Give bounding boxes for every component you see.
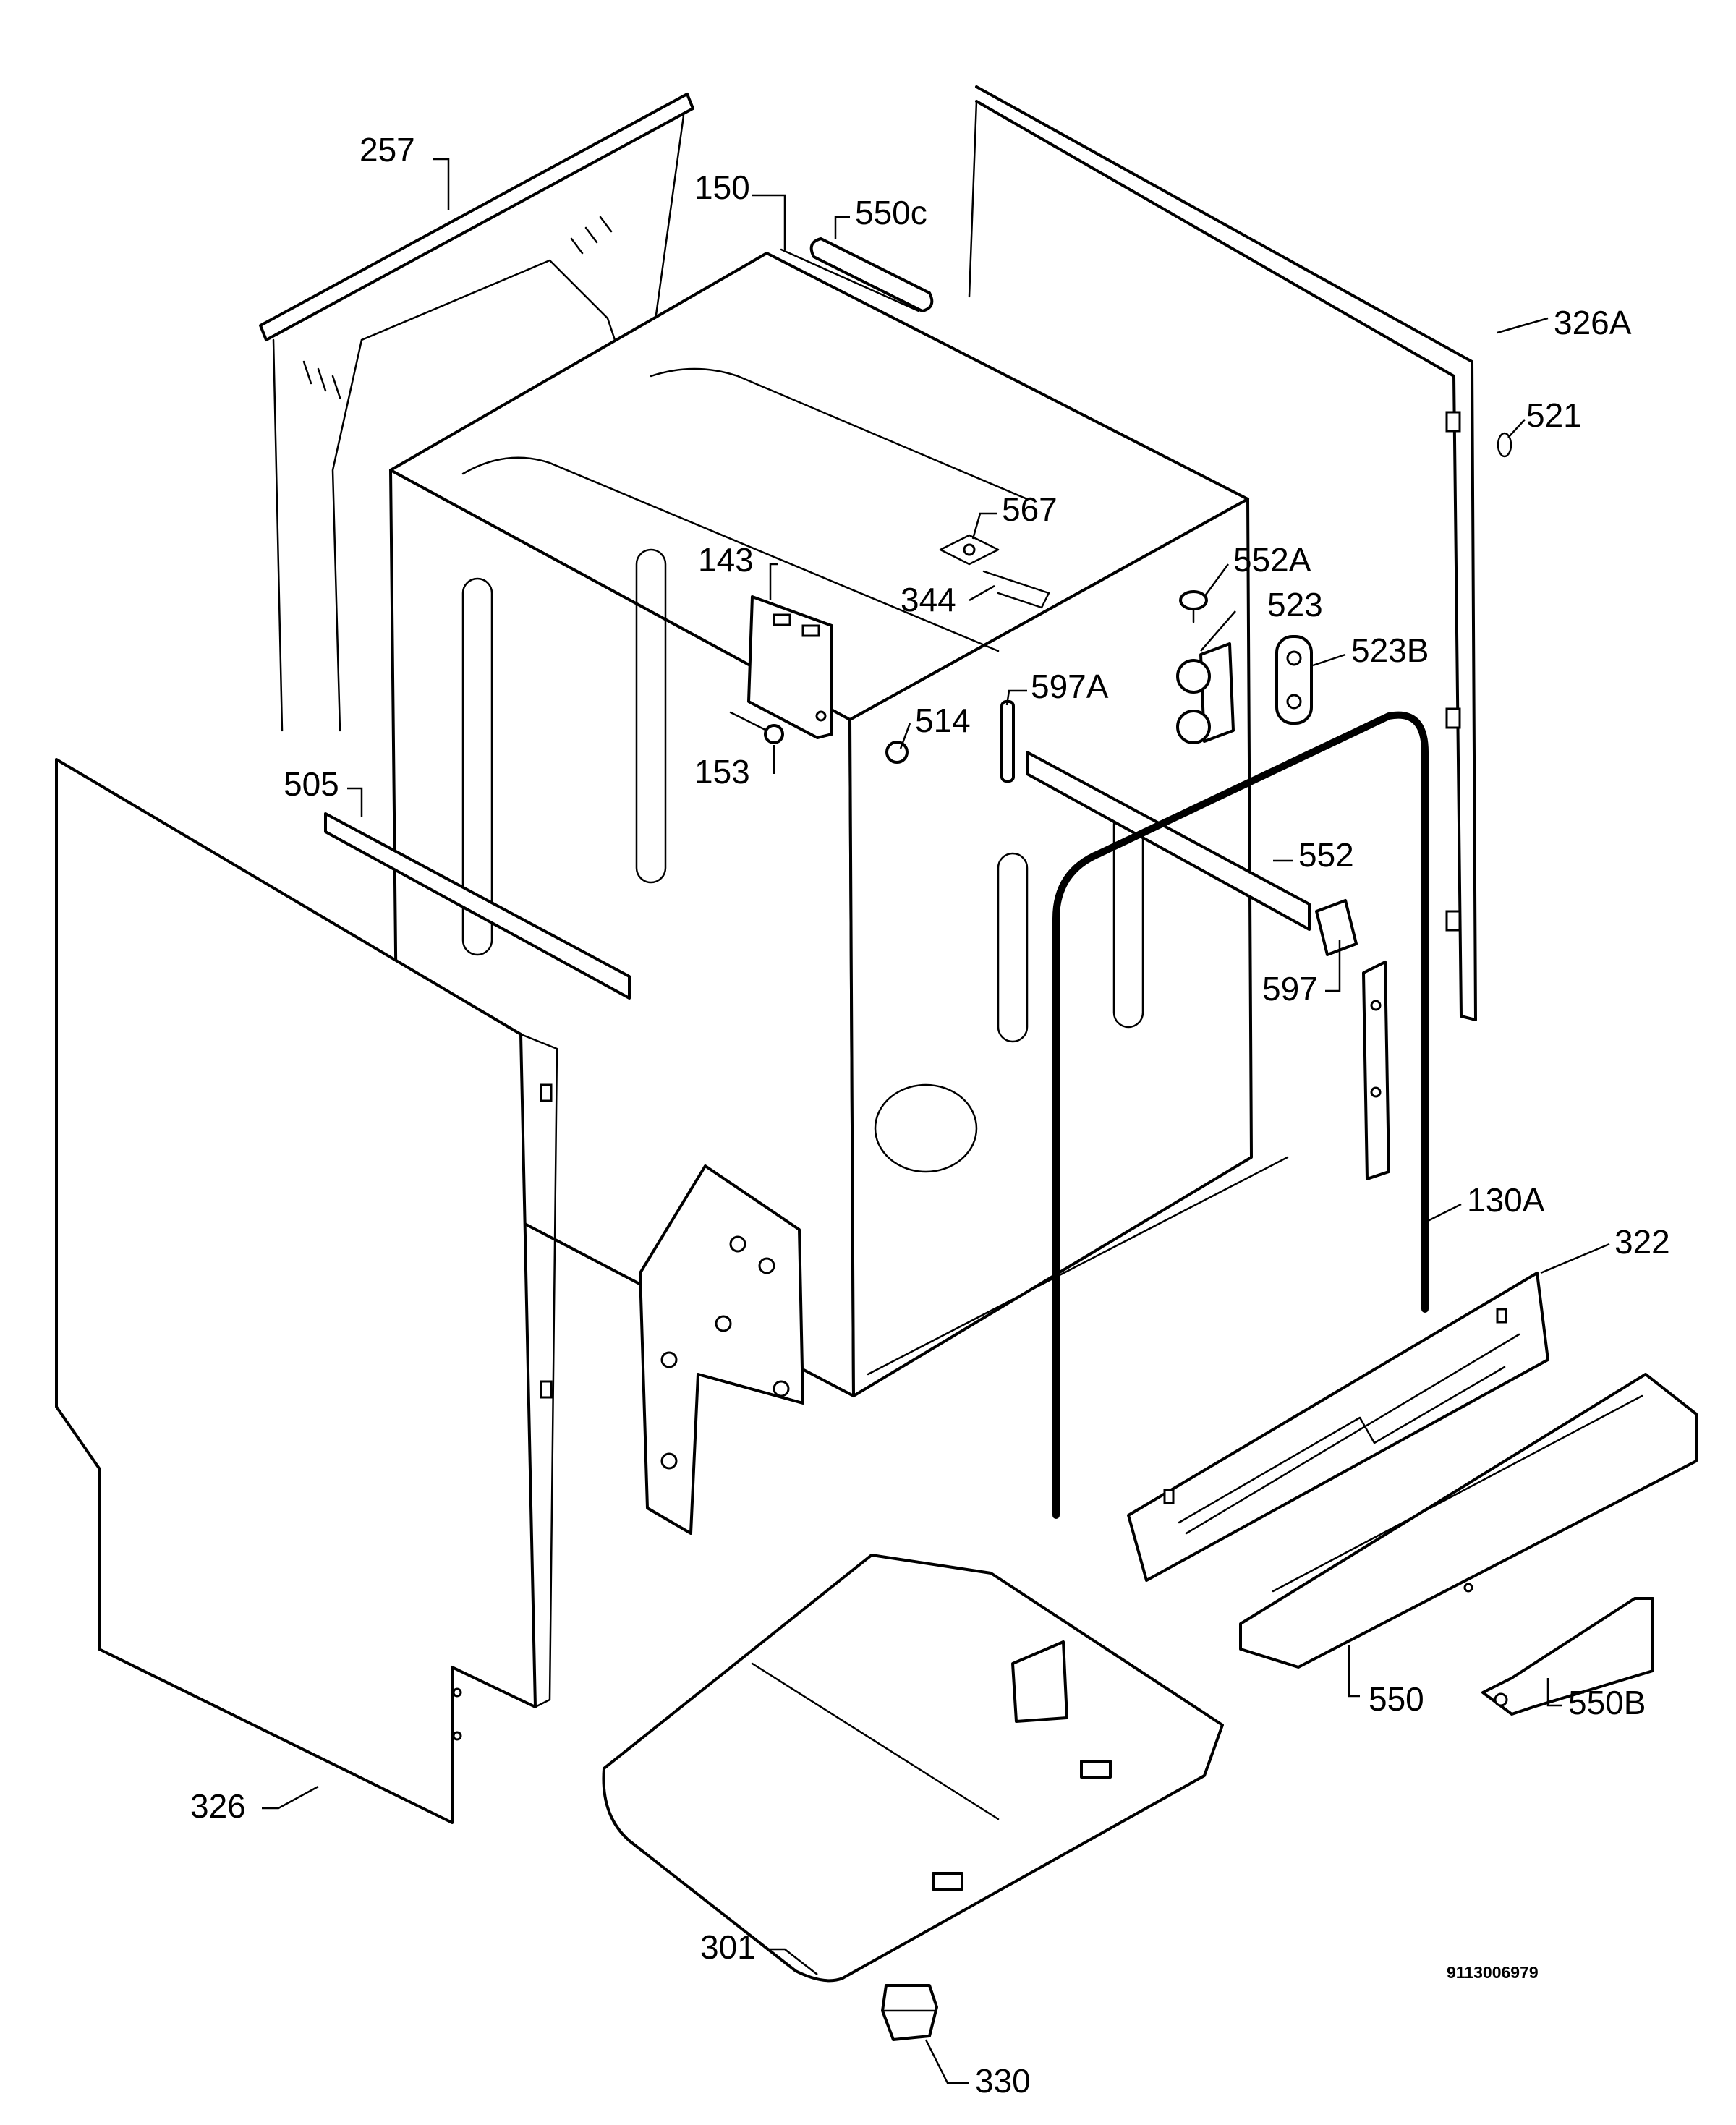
label-521: 521 bbox=[1526, 396, 1582, 434]
part-130a-door-seal bbox=[1052, 711, 1429, 1519]
label-326: 326 bbox=[190, 1787, 246, 1825]
part-514-plug bbox=[885, 741, 909, 764]
part-552a-knob bbox=[1179, 590, 1208, 623]
part-597a-pin bbox=[1000, 700, 1015, 783]
label-130a: 130A bbox=[1467, 1181, 1545, 1219]
label-514: 514 bbox=[915, 702, 971, 739]
leader-lines bbox=[262, 158, 1610, 2084]
label-550: 550 bbox=[1369, 1680, 1424, 1718]
part-322-base-plate bbox=[1127, 1272, 1549, 1582]
label-523b: 523B bbox=[1351, 631, 1429, 669]
part-521-clip bbox=[1497, 432, 1512, 458]
part-344-clip bbox=[982, 570, 1050, 609]
part-326-side-panel bbox=[55, 758, 558, 1824]
part-330-foot bbox=[881, 1984, 938, 2041]
label-597a: 597A bbox=[1031, 668, 1109, 705]
part-326a-side-frame bbox=[968, 85, 1477, 1021]
document-number: 9113006979 bbox=[1447, 1963, 1539, 1982]
label-150: 150 bbox=[694, 169, 750, 206]
part-597-endcap bbox=[1315, 899, 1358, 956]
part-567-clip bbox=[939, 534, 1000, 566]
part-257-top-rail bbox=[259, 93, 694, 732]
left-hinge bbox=[639, 1164, 804, 1535]
part-523-fitting bbox=[1176, 642, 1235, 744]
label-326a: 326A bbox=[1554, 304, 1632, 341]
part-505-strip bbox=[324, 812, 631, 1000]
part-301-base-tray bbox=[602, 1554, 1224, 1983]
part-143-bracket bbox=[747, 595, 833, 739]
label-552: 552 bbox=[1298, 836, 1354, 874]
part-552-rail bbox=[1026, 751, 1311, 931]
label-550c: 550c bbox=[855, 194, 927, 231]
label-330: 330 bbox=[975, 2062, 1031, 2100]
label-597: 597 bbox=[1262, 970, 1318, 1008]
part-550c-tube bbox=[809, 237, 934, 312]
label-567: 567 bbox=[1002, 490, 1058, 528]
part-150-strip bbox=[780, 248, 920, 312]
label-552a: 552A bbox=[1233, 541, 1311, 579]
part-550b-clip bbox=[1481, 1597, 1654, 1716]
label-301: 301 bbox=[700, 1928, 756, 1966]
label-257: 257 bbox=[359, 131, 415, 169]
label-550b: 550B bbox=[1568, 1684, 1646, 1721]
callout-labels: 257 150 550c 326A 521 567 143 344 552A 5… bbox=[190, 131, 1670, 2100]
label-523: 523 bbox=[1267, 586, 1323, 623]
part-153-screw bbox=[729, 711, 784, 744]
right-hinge bbox=[1362, 961, 1390, 1180]
part-523b-gasket bbox=[1275, 635, 1313, 725]
label-344: 344 bbox=[901, 581, 956, 618]
label-153: 153 bbox=[694, 753, 750, 791]
part-550-channel bbox=[1239, 1373, 1698, 1669]
label-322: 322 bbox=[1614, 1223, 1670, 1261]
label-505: 505 bbox=[284, 765, 339, 803]
label-143: 143 bbox=[698, 541, 754, 579]
